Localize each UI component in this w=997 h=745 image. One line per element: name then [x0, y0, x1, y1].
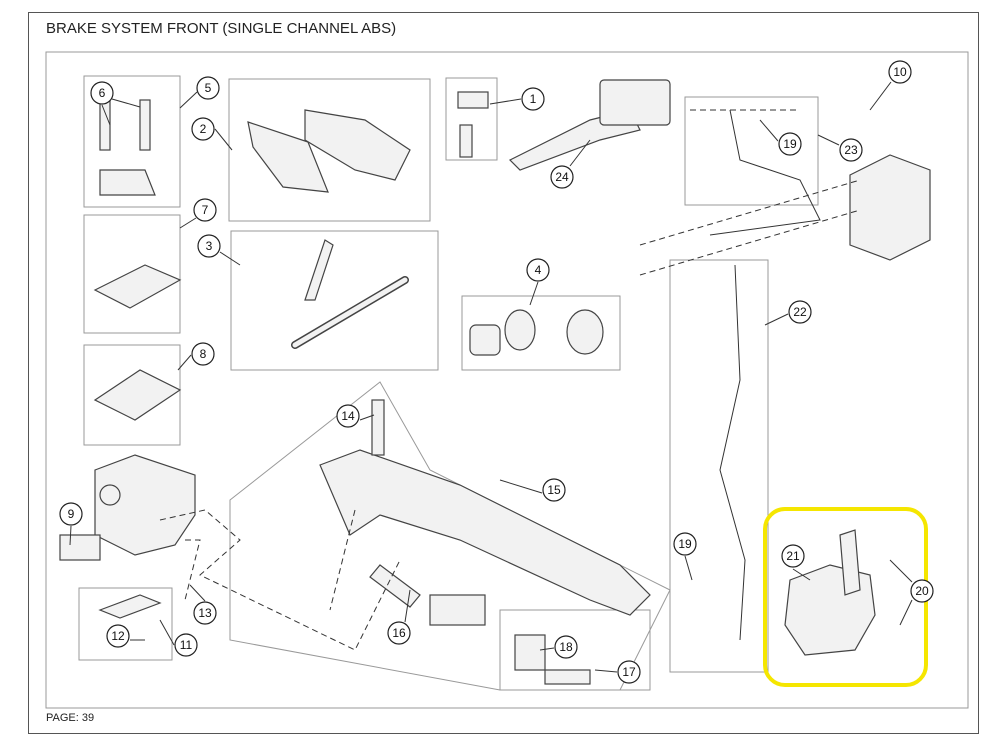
svg-text:15: 15	[547, 483, 561, 497]
svg-text:13: 13	[198, 606, 212, 620]
dashed-links	[159, 509, 401, 651]
callout-23[interactable]: 23	[839, 138, 863, 162]
boots	[469, 309, 604, 356]
callout-9[interactable]: 9	[59, 502, 83, 526]
svg-text:20: 20	[915, 584, 929, 598]
svg-text:11: 11	[180, 638, 193, 652]
box-part-11	[78, 587, 173, 661]
callout-19-upper[interactable]: 19	[778, 132, 802, 156]
callout-22[interactable]: 22	[788, 300, 812, 324]
svg-text:18: 18	[559, 640, 573, 654]
svg-text:14: 14	[341, 409, 355, 423]
box-part-23	[684, 96, 819, 206]
box-part-17	[499, 609, 651, 691]
assembly-outline	[45, 51, 969, 709]
svg-text:24: 24	[555, 170, 569, 184]
callout-12[interactable]: 12	[106, 624, 130, 648]
box-part-4	[461, 295, 621, 371]
callout-5[interactable]: 5	[196, 76, 220, 100]
box-part-7	[83, 214, 181, 334]
page-number: PAGE: 39	[46, 712, 95, 724]
box-part-1	[445, 77, 498, 161]
brake-hoses	[639, 109, 861, 641]
brake-pads	[247, 109, 411, 193]
callout-16[interactable]: 16	[387, 621, 411, 645]
box-part-22	[669, 259, 769, 673]
callout-21[interactable]: 21	[781, 544, 805, 568]
clip-spacer	[927, 570, 987, 610]
svg-text:2: 2	[200, 122, 207, 136]
callout-3[interactable]: 3	[197, 234, 221, 258]
callout-11[interactable]: 11	[174, 633, 198, 657]
svg-text:7: 7	[202, 203, 209, 217]
master-cylinder	[59, 99, 196, 619]
svg-text:5: 5	[205, 81, 212, 95]
box-part-8	[83, 344, 181, 446]
callout-2[interactable]: 2	[191, 117, 215, 141]
svg-text:12: 12	[111, 629, 125, 643]
svg-text:21: 21	[786, 549, 800, 563]
callout-18[interactable]: 18	[554, 635, 578, 659]
abs-modulator	[849, 154, 931, 261]
svg-text:17: 17	[622, 665, 636, 679]
box-part-5	[83, 75, 181, 208]
callout-6[interactable]: 6	[90, 81, 114, 105]
callout-10[interactable]: 10	[888, 60, 912, 84]
svg-text:16: 16	[392, 626, 406, 640]
box-lever-assembly	[229, 381, 671, 691]
pin	[291, 239, 409, 349]
callout-19-lower[interactable]: 19	[673, 532, 697, 556]
callout-1[interactable]: 1	[521, 87, 545, 111]
svg-text:19: 19	[783, 137, 797, 151]
callout-17[interactable]: 17	[617, 660, 641, 684]
callout-7[interactable]: 7	[193, 198, 217, 222]
svg-text:23: 23	[844, 143, 858, 157]
box-part-2	[228, 78, 431, 222]
svg-text:8: 8	[200, 347, 207, 361]
svg-text:22: 22	[793, 305, 807, 319]
page-frame	[28, 12, 979, 734]
svg-text:19: 19	[678, 537, 692, 551]
svg-text:4: 4	[535, 263, 542, 277]
callout-8[interactable]: 8	[191, 342, 215, 366]
svg-text:6: 6	[99, 86, 106, 100]
callout-14[interactable]: 14	[336, 404, 360, 428]
svg-text:1: 1	[530, 92, 537, 106]
svg-text:9: 9	[68, 507, 75, 521]
callout-24[interactable]: 24	[550, 165, 574, 189]
box-part-3	[230, 230, 439, 371]
svg-text:10: 10	[893, 65, 907, 79]
leader-lines	[69, 81, 913, 673]
callout-4[interactable]: 4	[526, 258, 550, 282]
callout-13[interactable]: 13	[193, 601, 217, 625]
diagram-title: BRAKE SYSTEM FRONT (SINGLE CHANNEL ABS)	[46, 20, 397, 37]
brake-lever	[319, 79, 671, 685]
callout-15[interactable]: 15	[542, 478, 566, 502]
caliper	[784, 529, 876, 656]
svg-text:3: 3	[206, 239, 213, 253]
callout-20[interactable]: 20	[910, 579, 934, 603]
